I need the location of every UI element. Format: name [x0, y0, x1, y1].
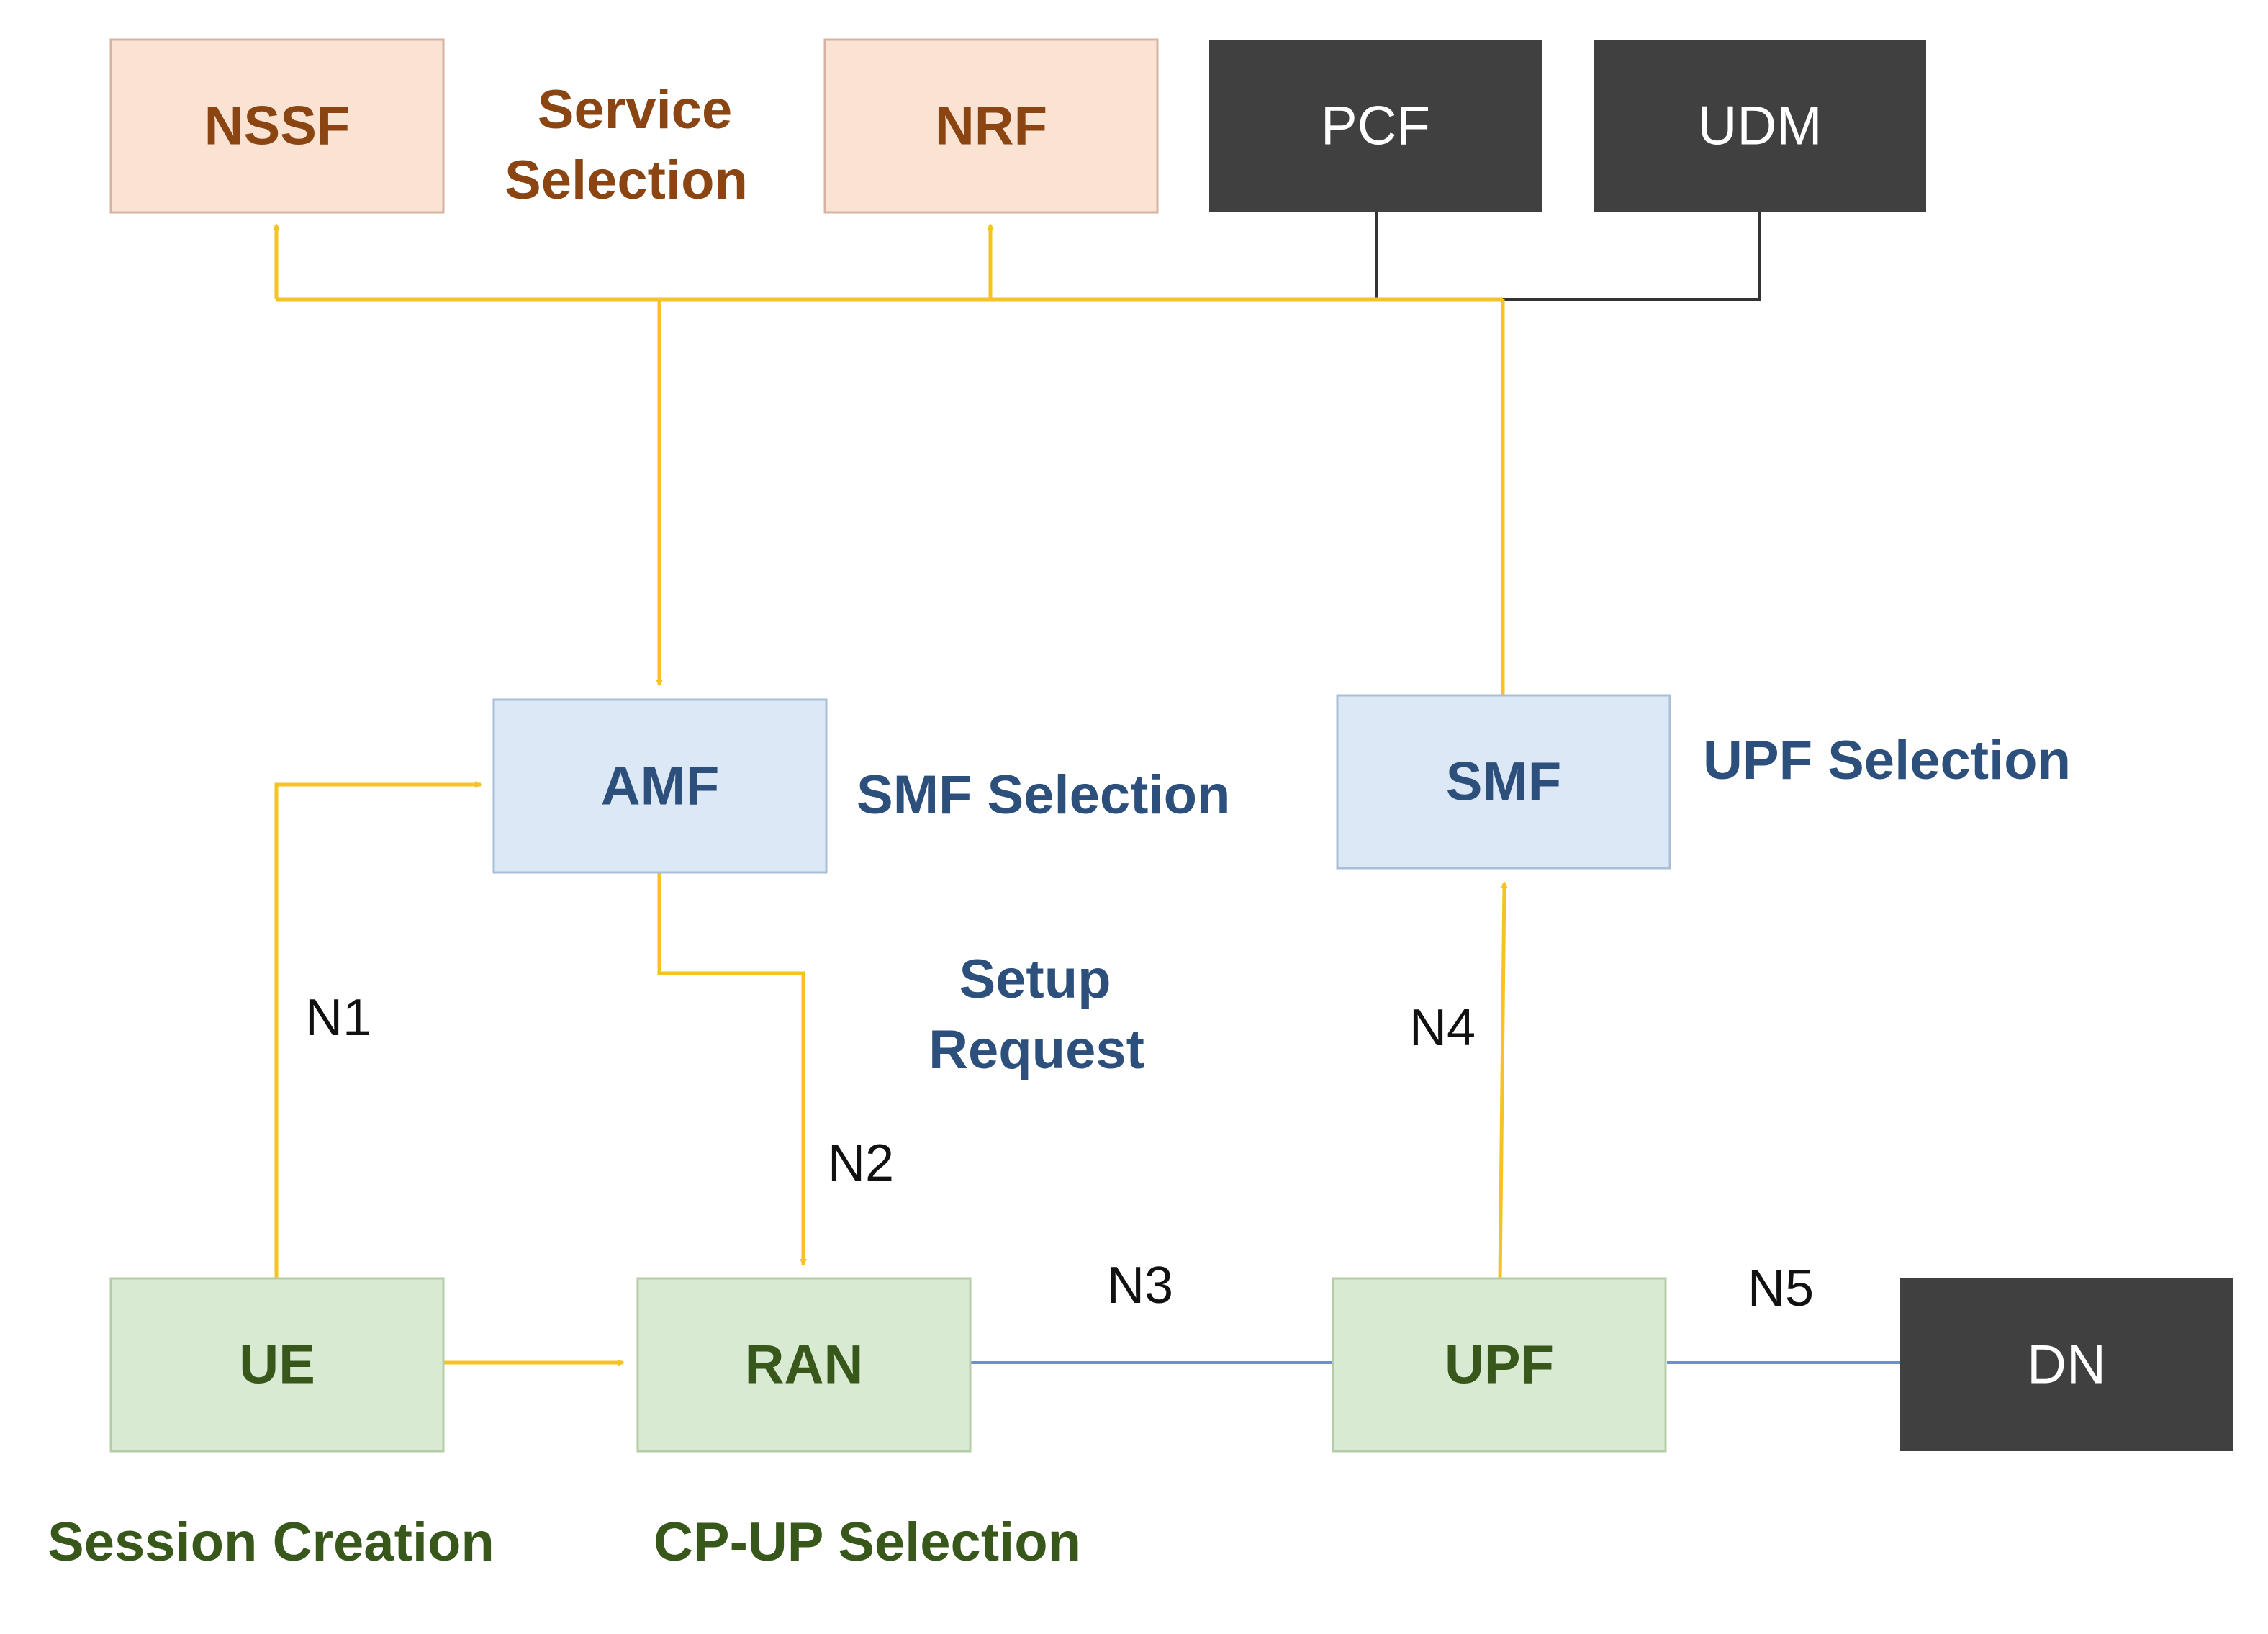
smf-selection-label: SMF Selection: [857, 764, 1230, 826]
ran-label: RAN: [745, 1335, 864, 1396]
cp-up-selection-label: CP-UP Selection: [654, 1512, 1081, 1573]
setup-request-line1: Setup: [959, 949, 1111, 1010]
n4-label: N4: [1409, 999, 1476, 1057]
udm-node[interactable]: UDM: [1594, 40, 1926, 212]
nrf-label: NRF: [935, 96, 1047, 157]
nodes: NSSF NRF PCF UDM AMF SMF UE: [109, 38, 2233, 1453]
service-selection-line2: Selection: [505, 150, 748, 211]
upf-selection-label: UPF Selection: [1703, 730, 2071, 791]
n4-connector: [1498, 881, 1508, 1281]
smf-node[interactable]: SMF: [1336, 694, 1671, 870]
nssf-label: NSSF: [204, 96, 351, 157]
n5-label: N5: [1748, 1260, 1814, 1317]
ran-box: [636, 1277, 972, 1453]
dn-label: DN: [2027, 1335, 2106, 1396]
session-creation-label: Session Creation: [48, 1512, 494, 1573]
udm-box: [1594, 40, 1926, 212]
amf-node[interactable]: AMF: [492, 698, 828, 874]
connectors: [273, 210, 1900, 1366]
dn-node[interactable]: DN: [1900, 1278, 2233, 1451]
upf-node[interactable]: UPF: [1332, 1277, 1667, 1453]
setup-request-line2: Request: [929, 1019, 1144, 1080]
pcf-node[interactable]: PCF: [1209, 40, 1542, 212]
nssf-box: [109, 38, 445, 214]
pcf-box: [1209, 40, 1542, 212]
n1-label: N1: [305, 989, 371, 1047]
ue-box: [109, 1277, 445, 1453]
nrf-node[interactable]: NRF: [823, 38, 1159, 214]
nrf-box: [823, 38, 1159, 214]
nssf-node[interactable]: NSSF: [109, 38, 445, 214]
dn-box: [1900, 1278, 2233, 1451]
annotations: Service Selection SMF Selection UPF Sele…: [48, 79, 2071, 1573]
n1-connector: [274, 781, 482, 1280]
ue-node[interactable]: UE: [109, 1277, 445, 1453]
pcf-label: PCF: [1321, 96, 1430, 157]
smf-box: [1336, 694, 1671, 870]
udm-label: UDM: [1697, 96, 1822, 157]
udm-connector: [1503, 210, 1761, 301]
smf-label: SMF: [1446, 751, 1561, 813]
upf-label: UPF: [1445, 1335, 1554, 1396]
amf-box: [492, 698, 828, 874]
amf-label: AMF: [601, 756, 720, 817]
upf-box: [1332, 1277, 1667, 1453]
n2-label: N2: [828, 1134, 894, 1192]
n3-label: N3: [1107, 1257, 1173, 1314]
service-selection-line1: Service: [538, 79, 732, 140]
ran-node[interactable]: RAN: [636, 1277, 972, 1453]
n2-connector: [657, 873, 807, 1266]
ue-label: UE: [239, 1335, 315, 1396]
